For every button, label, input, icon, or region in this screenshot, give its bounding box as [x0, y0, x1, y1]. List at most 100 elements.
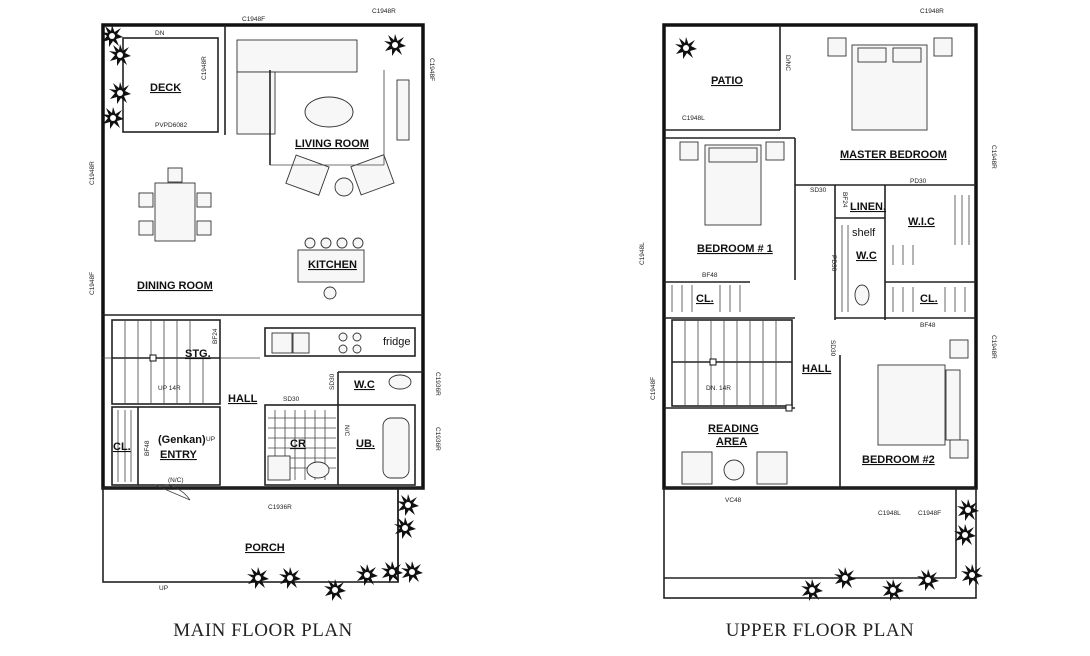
window-tag: C1948F — [428, 58, 435, 81]
patio-label: PATIO — [711, 75, 743, 87]
genkan-label: (Genkan) — [158, 434, 206, 446]
porch-outline — [102, 487, 399, 583]
upper-floor-title: UPPER FLOOR PLAN — [726, 620, 915, 641]
window-tag: C1948R — [201, 56, 208, 80]
reading-label: READING — [708, 423, 759, 435]
bedroom1-label: BEDROOM # 1 — [697, 243, 773, 255]
door-tag: BF48 — [702, 272, 718, 279]
storage-label: STG. — [185, 348, 211, 360]
window-tag: C1948L — [878, 510, 901, 517]
door-tag: BF48 — [920, 322, 936, 329]
window-tag: C1936R — [434, 372, 441, 396]
plant-icon — [247, 567, 269, 589]
upper-hall-label: HALL — [802, 363, 832, 375]
main-wc-label: W.C — [354, 379, 375, 391]
door-tag: D/NC — [784, 55, 791, 71]
upper-balcony — [663, 487, 977, 599]
door-tag: BF24 — [212, 328, 219, 344]
deck-outline — [122, 37, 219, 133]
main-floor-plan: DECK LIVING ROOM DINING ROOM KITCHEN STG… — [89, 8, 441, 641]
entry-label: ENTRY — [160, 449, 198, 461]
deck-label: DECK — [150, 82, 181, 94]
plant-icon — [917, 569, 939, 591]
window-tag: C1948F — [650, 377, 657, 400]
plant-icon — [384, 34, 406, 56]
up-tag: UP — [159, 585, 168, 592]
dining-room-label: DINING ROOM — [137, 280, 213, 292]
window-tag: C1948L — [639, 242, 646, 265]
door-tag: BF24 — [841, 192, 848, 208]
door-tag: SD30 — [329, 373, 336, 390]
master-bed — [827, 37, 953, 131]
wic-label: W.I.C — [908, 216, 935, 228]
bedroom2-label: BEDROOM #2 — [862, 454, 935, 466]
door-tag: VC48 — [725, 497, 742, 504]
plant-icon — [381, 561, 403, 583]
nc-tag: N/C — [343, 425, 350, 437]
window-tag: C1948R — [920, 8, 944, 15]
window-tag: C1948F — [242, 16, 265, 23]
dn-tag: DN — [155, 30, 165, 37]
window-tag: C1936R — [268, 504, 292, 511]
master-bedroom-label: MASTER BEDROOM — [840, 149, 947, 161]
window-tag: C1948R — [372, 8, 396, 15]
closet-hatching — [671, 195, 970, 312]
door-tag: PVPD6082 — [155, 122, 188, 129]
kitchen-island — [297, 249, 365, 283]
window-tag: C1948R — [990, 335, 997, 359]
upper-floor-plan: PATIO MASTER BEDROOM BEDROOM # 1 LINEN. … — [639, 8, 997, 641]
plant-icon — [279, 567, 301, 589]
toilet — [388, 374, 412, 390]
plant-icon — [401, 561, 423, 583]
main-closet-label: CL. — [113, 441, 131, 453]
upper-closet2-label: CL. — [920, 293, 938, 305]
window-tag: C1948L — [682, 115, 705, 122]
nc-tag: (N/C) — [168, 477, 184, 484]
plant-icon — [109, 82, 131, 104]
bathtub — [382, 417, 410, 479]
door-tag: SD30 — [810, 187, 827, 194]
door-tag: SD30 — [283, 396, 300, 403]
main-floor-title: MAIN FLOOR PLAN — [173, 620, 353, 641]
living-sofa — [236, 39, 410, 197]
upper-closet1-label: CL. — [696, 293, 714, 305]
main-stair — [111, 319, 221, 405]
upper-stair — [671, 319, 793, 412]
bath-block — [264, 404, 416, 486]
linen-label: LINEN. — [850, 201, 886, 213]
dining-table — [138, 167, 212, 242]
window-tag: C1948F — [918, 510, 941, 517]
cr-tile-grid — [268, 410, 336, 480]
up-tag: UP — [206, 436, 215, 443]
kitchen-label: KITCHEN — [308, 259, 357, 271]
bedroom2-bed — [877, 339, 969, 459]
plant-icon — [961, 564, 983, 586]
stair-tag: DN. 14R — [706, 385, 731, 392]
window-tag: C1936R — [434, 427, 441, 451]
door-tag: PD30 — [910, 178, 927, 185]
plant-icon — [954, 524, 976, 546]
plant-icon — [109, 44, 131, 66]
door-tag: PD30 — [830, 255, 837, 272]
porch-label: PORCH — [245, 542, 285, 554]
upper-toilet — [854, 284, 870, 306]
shelf-label: shelf — [852, 227, 876, 239]
kitchen-counter — [264, 327, 416, 357]
cr-label: CR — [290, 438, 306, 450]
door-tag: BF48 — [144, 440, 151, 456]
stair-tag: UP 14R — [158, 385, 181, 392]
plant-icon — [102, 107, 124, 129]
upper-wc-label: W.C — [856, 250, 877, 262]
plant-icon — [675, 37, 697, 59]
plant-icon — [397, 494, 419, 516]
window-tag: C1948R — [990, 145, 997, 169]
living-room-label: LIVING ROOM — [295, 138, 369, 150]
fridge-label: fridge — [383, 336, 411, 348]
door-tag: SD30 — [829, 340, 836, 357]
bedroom1-bed — [679, 141, 785, 226]
window-tag: C1948F — [89, 272, 96, 295]
ub-label: UB. — [356, 438, 375, 450]
main-hall-label: HALL — [228, 393, 258, 405]
area-label: AREA — [716, 436, 747, 448]
window-tag: C1948R — [89, 161, 96, 185]
